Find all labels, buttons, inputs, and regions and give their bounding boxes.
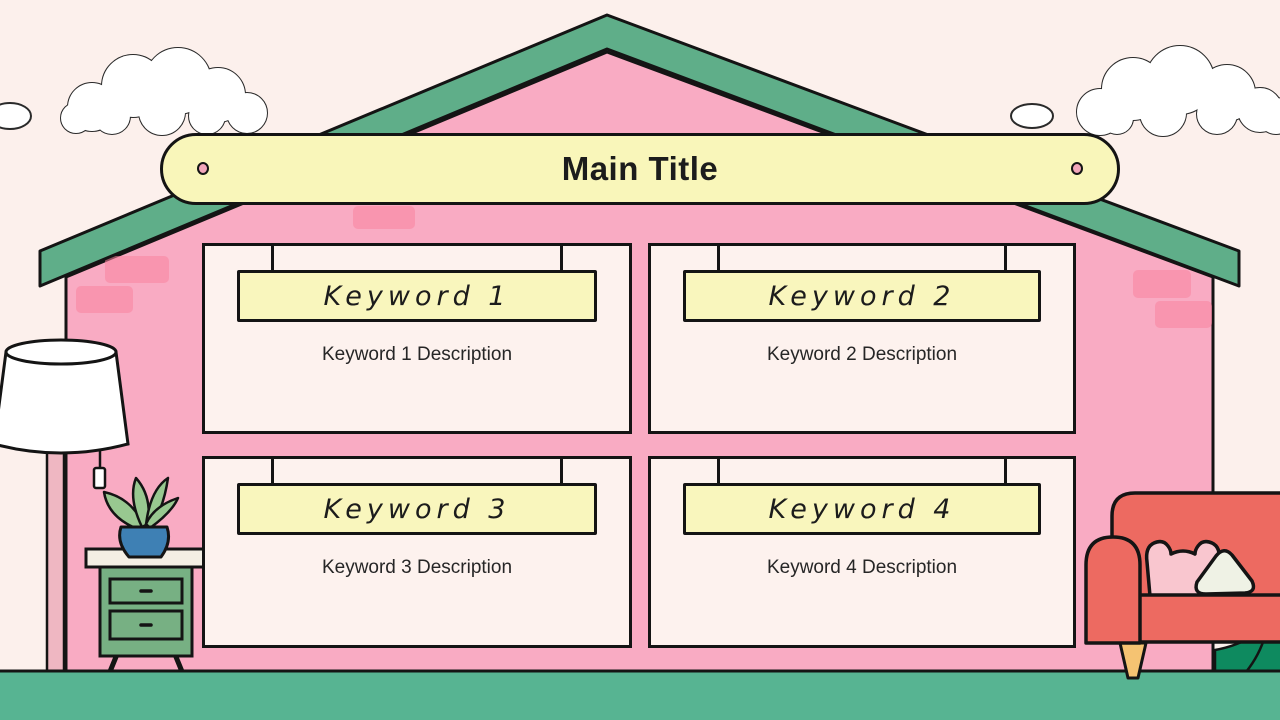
brick-pattern — [76, 206, 1212, 328]
keyword-4-description[interactable]: Keyword 4 Description — [766, 557, 958, 578]
screw-icon — [1071, 162, 1083, 175]
slide-title[interactable]: Main Title — [561, 150, 719, 187]
keyword-sign-3[interactable]: Keyword 3 — [237, 483, 597, 535]
keyword-card-2[interactable]: Keyword 2 Keyword 2 Description — [648, 243, 1076, 434]
keyword-sign-1[interactable]: Keyword 1 — [237, 270, 597, 322]
main-title-banner[interactable]: Main Title — [160, 133, 1120, 205]
cloud-left-icon — [0, 47, 268, 136]
sign-post — [271, 246, 274, 272]
keyword-3-description[interactable]: Keyword 3 Description — [321, 557, 513, 578]
sign-post — [717, 246, 720, 272]
keyword-card-1[interactable]: Keyword 1 Keyword 1 Description — [202, 243, 632, 434]
nightstand-illustration — [84, 547, 208, 677]
keyword-3-title[interactable]: Keyword 3 — [323, 493, 511, 525]
sofa-illustration — [1084, 491, 1280, 680]
keyword-2-description[interactable]: Keyword 2 Description — [766, 344, 958, 365]
sign-post — [271, 459, 274, 485]
keyword-1-description[interactable]: Keyword 1 Description — [321, 344, 513, 365]
sign-post — [560, 246, 563, 272]
cloud-right-icon — [1010, 45, 1280, 137]
keyword-4-title[interactable]: Keyword 4 — [768, 493, 956, 525]
keyword-card-3[interactable]: Keyword 3 Keyword 3 Description — [202, 456, 632, 648]
floor — [0, 669, 1280, 720]
sign-post — [1004, 246, 1007, 272]
potted-plant-icon — [102, 476, 180, 559]
sign-post — [560, 459, 563, 485]
keyword-sign-4[interactable]: Keyword 4 — [683, 483, 1041, 535]
keyword-2-title[interactable]: Keyword 2 — [768, 280, 956, 312]
keyword-sign-2[interactable]: Keyword 2 — [683, 270, 1041, 322]
floor-lamp-illustration — [0, 338, 130, 676]
keyword-card-4[interactable]: Keyword 4 Keyword 4 Description — [648, 456, 1076, 648]
sign-post — [717, 459, 720, 485]
keyword-1-title[interactable]: Keyword 1 — [323, 280, 511, 312]
screw-icon — [197, 162, 209, 175]
sign-post — [1004, 459, 1007, 485]
house-roof — [38, 13, 1241, 288]
